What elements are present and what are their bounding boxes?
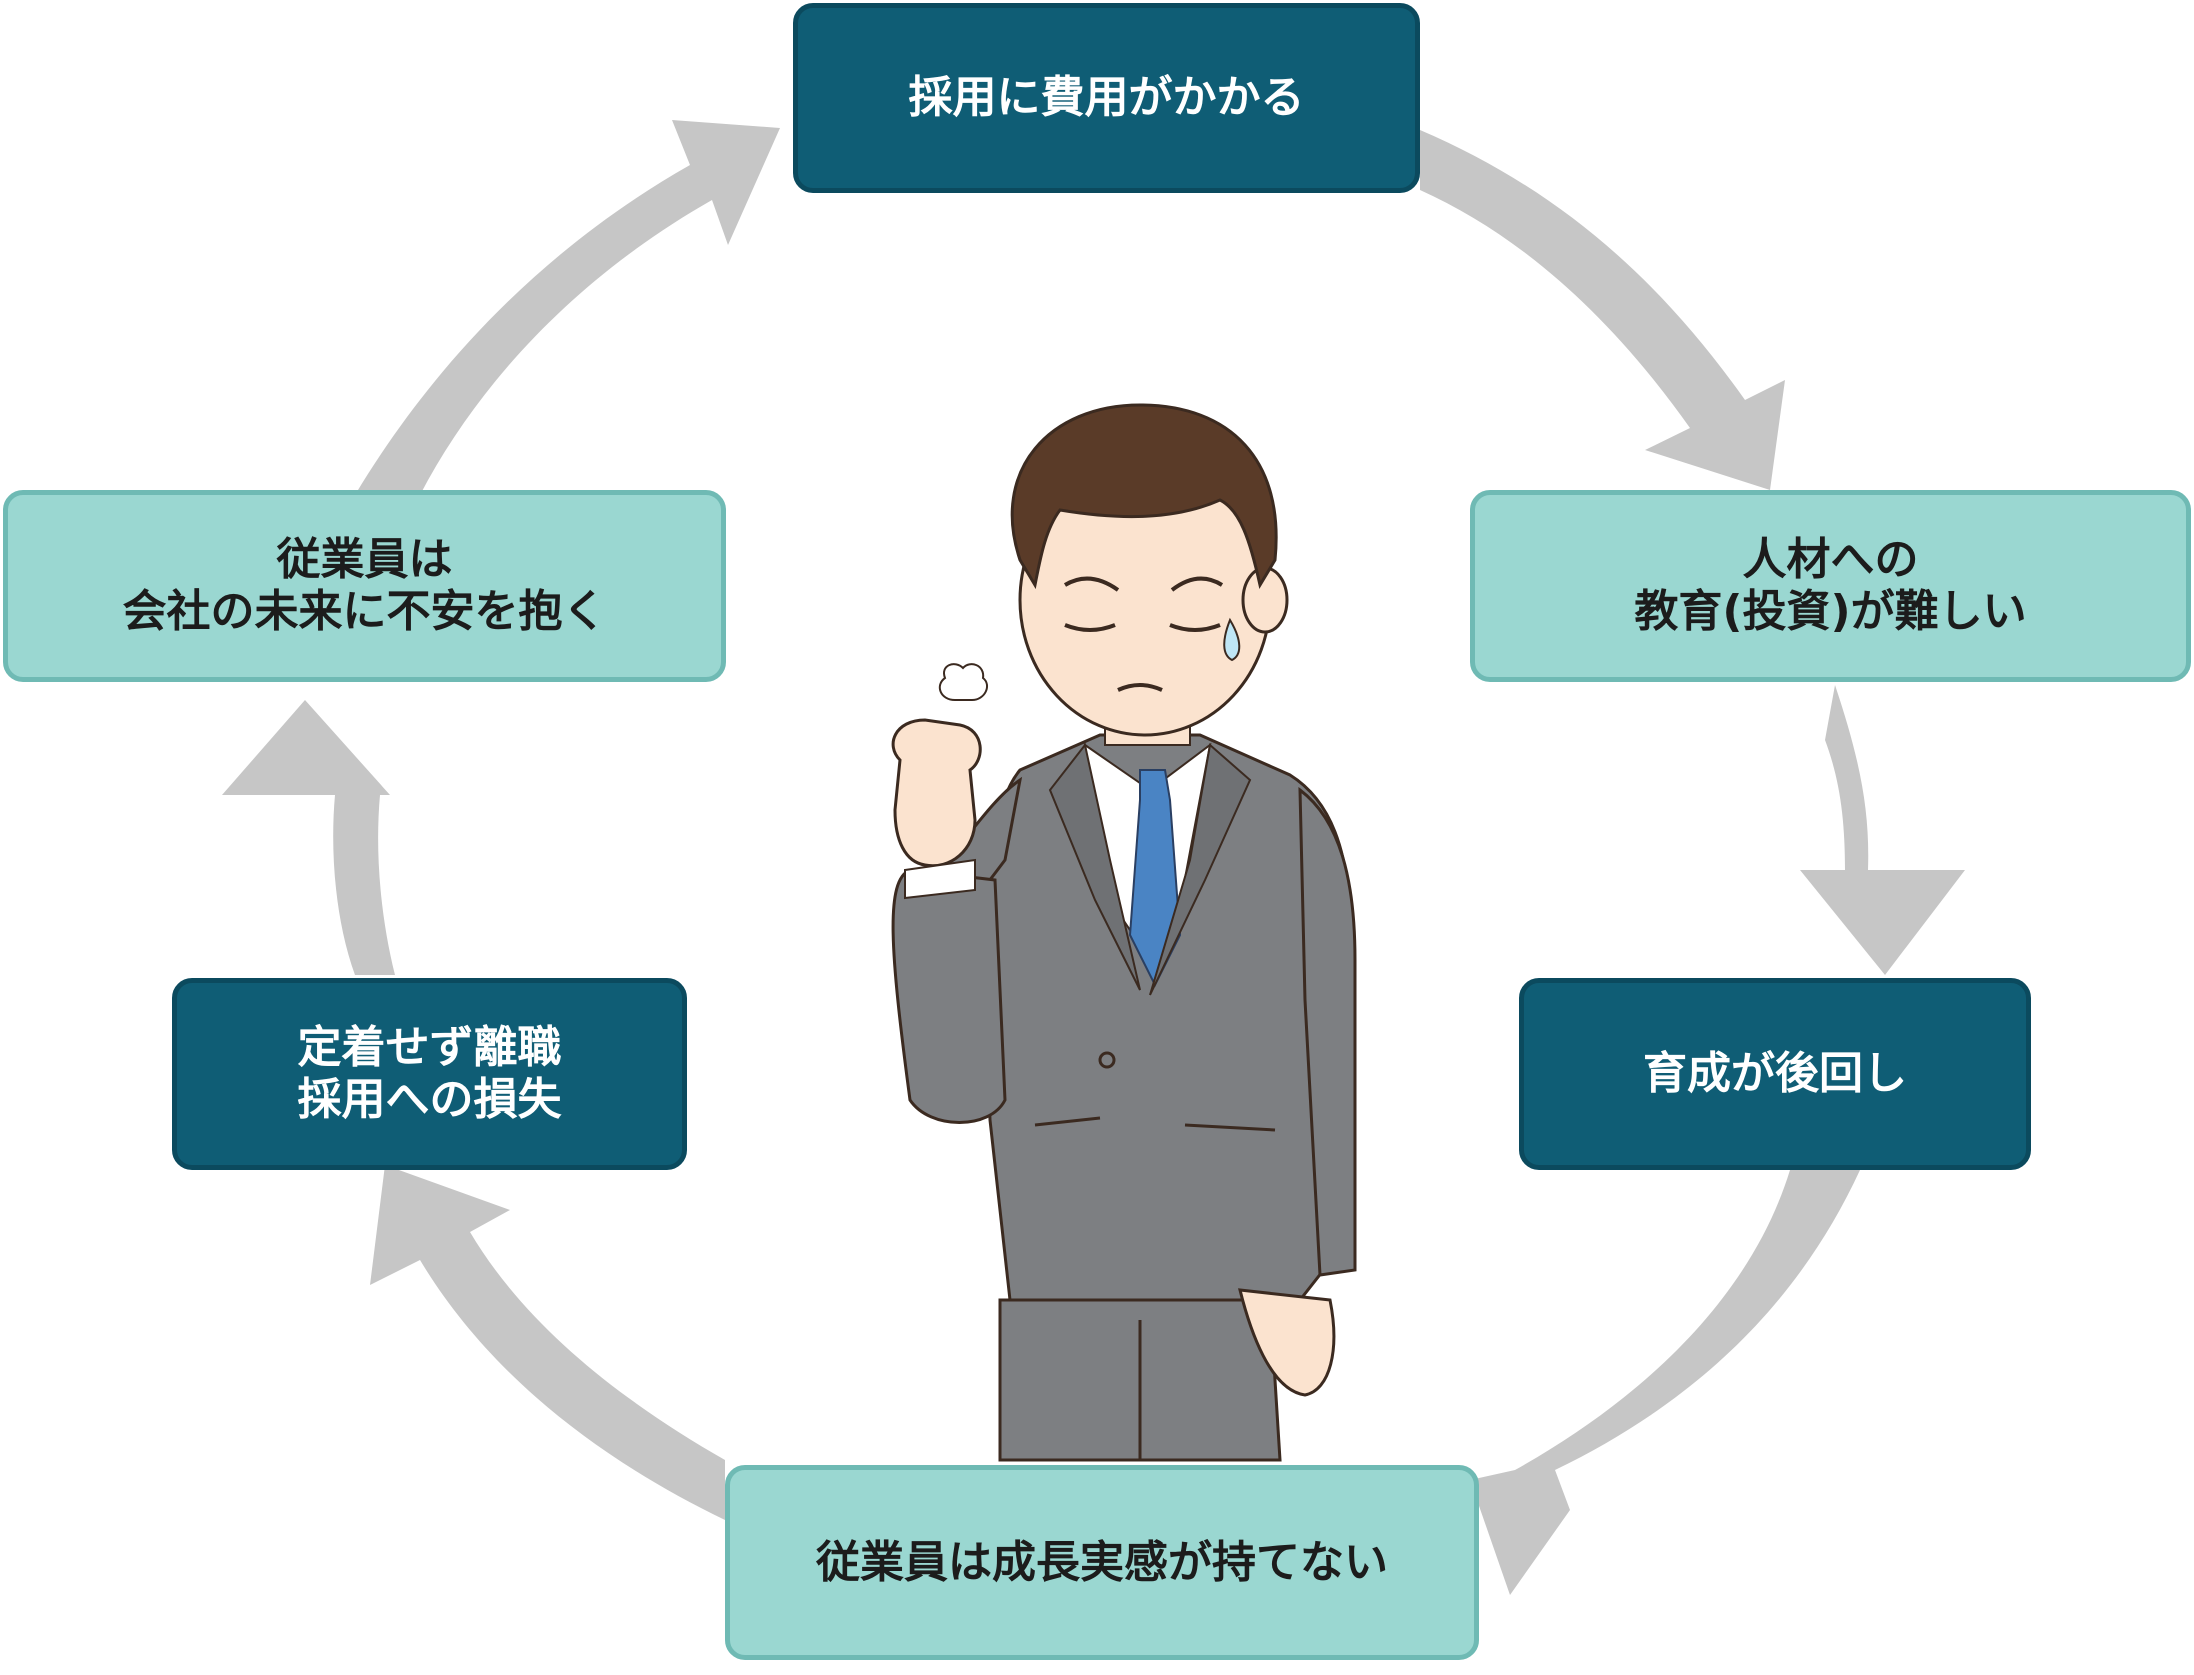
step-education-hard: 人材への 教育(投資)が難しい — [1470, 490, 2191, 682]
arrow-nogrowth-to-turnover — [370, 1165, 725, 1520]
arrow-training-to-nogrowth — [1470, 1170, 1860, 1595]
step-education-hard-label: 人材への 教育(投資)が難しい — [1634, 534, 2027, 637]
step-hiring-cost-label: 採用に費用がかかる — [908, 72, 1305, 123]
step-training-postponed-label: 育成が後回し — [1643, 1048, 1907, 1099]
step-turnover-loss: 定着せず離職 採用への損失 — [172, 978, 687, 1170]
cycle-arrows — [222, 120, 1965, 1595]
step-anxiety: 従業員は 会社の未来に不安を抱く — [3, 490, 726, 682]
arrow-hiring-to-education — [1420, 130, 1785, 490]
arrow-anxiety-to-hiring — [355, 120, 780, 495]
arrow-turnover-to-anxiety — [222, 700, 395, 975]
step-no-growth: 従業員は成長実感が持てない — [725, 1465, 1479, 1660]
arrow-education-to-training — [1800, 685, 1965, 975]
step-training-postponed: 育成が後回し — [1519, 978, 2031, 1170]
sighing-businessman-icon — [891, 403, 1357, 1462]
step-turnover-loss-label: 定着せず離職 採用への損失 — [297, 1022, 562, 1125]
step-hiring-cost: 採用に費用がかかる — [793, 3, 1420, 193]
step-no-growth-label: 従業員は成長実感が持てない — [816, 1536, 1388, 1588]
step-anxiety-label: 従業員は 会社の未来に不安を抱く — [122, 534, 607, 637]
